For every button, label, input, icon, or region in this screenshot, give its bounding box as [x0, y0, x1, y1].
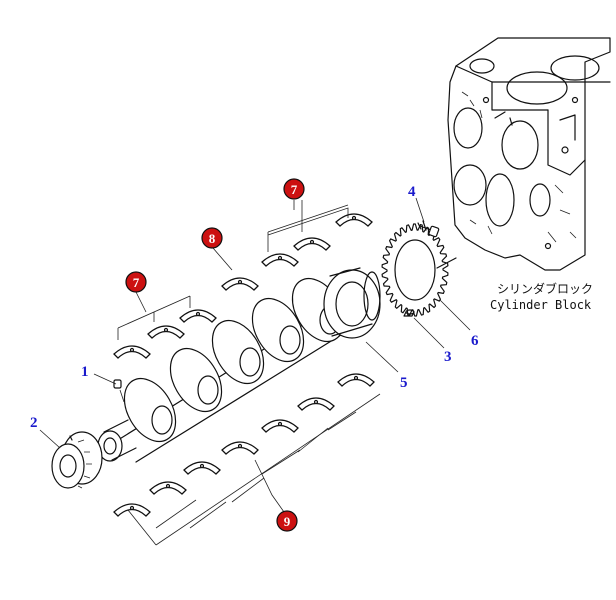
- callout-3: 3: [444, 349, 452, 365]
- badge-9: 9: [276, 510, 298, 532]
- bearing-shell: [113, 503, 151, 517]
- bearing-shell: [147, 325, 185, 339]
- bearing-shell: [297, 397, 335, 411]
- badge-7-lower-label: 7: [133, 275, 140, 290]
- plug: [113, 379, 122, 389]
- timing-gear: [381, 223, 457, 317]
- crankshaft: [97, 267, 381, 463]
- crank-pin: [151, 405, 173, 435]
- dowel-pin: [403, 309, 415, 317]
- cylinder-block: [447, 37, 611, 271]
- badge-7-upper-label: 7: [291, 182, 298, 197]
- bearing-shell: [261, 253, 299, 267]
- crank-pin: [197, 375, 219, 405]
- badge-8-label: 8: [209, 231, 216, 246]
- caption-en: Cylinder Block: [490, 298, 592, 312]
- bearing-shell: [335, 213, 373, 227]
- bearing-shell: [183, 461, 221, 475]
- callout-1: 1: [81, 364, 89, 380]
- bearing-shell: [149, 481, 187, 495]
- bearing-shell: [221, 277, 259, 291]
- badge-7-upper: 7: [283, 178, 305, 200]
- callout-2: 2: [30, 415, 38, 431]
- badge-7-lower: 7: [125, 271, 147, 293]
- bearing-shell: [179, 309, 217, 323]
- bearing-shell: [293, 237, 331, 251]
- bearing-shell: [337, 373, 375, 387]
- badge-8: 8: [201, 227, 223, 249]
- callout-5: 5: [400, 375, 408, 391]
- callout-6: 6: [471, 333, 479, 349]
- crank-pin: [239, 347, 261, 377]
- gear-bolt: [417, 220, 440, 238]
- bracket-lines: [39, 197, 471, 546]
- bearing-shell: [261, 419, 299, 433]
- bearing-shells: [113, 213, 375, 517]
- callout-4: 4: [408, 184, 416, 200]
- crank-gear: [51, 431, 103, 489]
- badge-9-label: 9: [284, 514, 291, 529]
- bearing-shell: [113, 345, 151, 359]
- bearing-shell: [221, 441, 259, 455]
- caption-jp: シリンダブロック: [497, 281, 593, 296]
- crank-pin: [279, 325, 301, 355]
